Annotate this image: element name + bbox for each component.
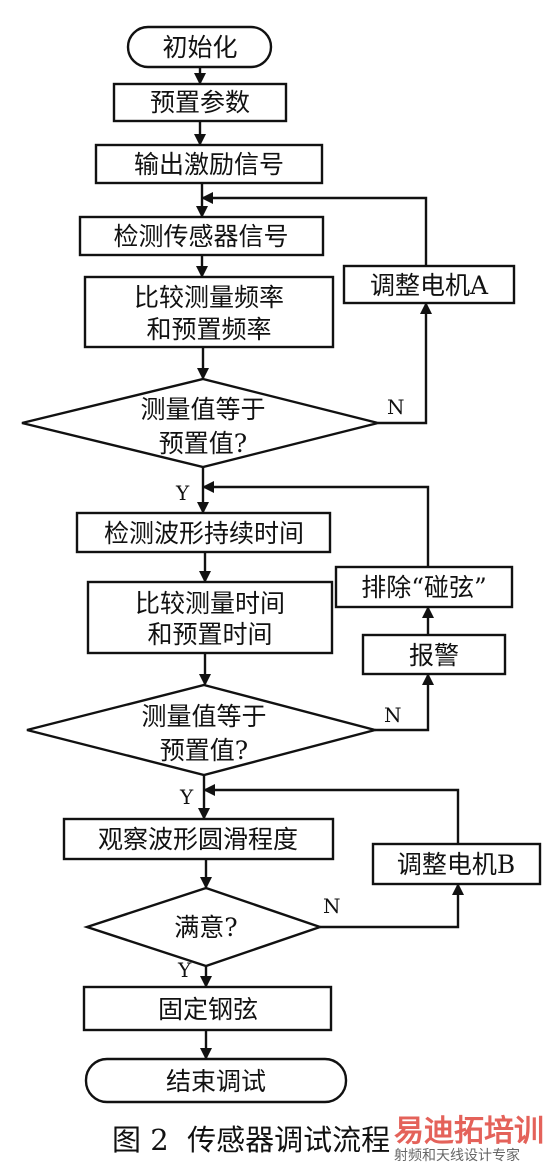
watermark-logo-text: 易迪拓培训	[394, 1114, 544, 1149]
fix-string-label: 固定钢弦	[158, 995, 258, 1024]
observe-smooth-label: 观察波形圆滑程度	[98, 825, 298, 854]
end-terminator	[84, 1057, 348, 1104]
preset-params-label: 预置参数	[150, 88, 250, 117]
no-label-freq: N	[387, 395, 405, 419]
watermark-subtitle: 射频和天线设计专家	[394, 1147, 520, 1164]
alarm-box	[361, 633, 507, 676]
yes-label-freq: Y	[175, 481, 190, 505]
compare-freq-label-line1: 比较测量频率	[134, 283, 284, 312]
decision-freq-label-line1: 测量值等于	[140, 395, 265, 424]
edge-freq-no-to-motor-a	[378, 302, 432, 425]
adjust-motor-a-label: 调整电机A	[370, 271, 489, 300]
end-label: 结束调试	[166, 1067, 266, 1096]
adjust-motor-b-box	[371, 842, 542, 886]
decision-satisfied-label: 满意?	[174, 913, 237, 942]
yes-label-time: Y	[179, 785, 194, 809]
detect-duration-label: 检测波形持续时间	[104, 519, 304, 548]
edge-motor-b-to-observe	[203, 784, 460, 844]
compare-time-label-line1: 比较测量时间	[135, 589, 285, 618]
compare-freq-label-line2: 和预置频率	[146, 315, 271, 344]
output-signal-label: 输出激励信号	[134, 150, 284, 179]
edge-satisfied-no-to-motor-b	[320, 883, 464, 929]
remove-chord-label: 排除“碰弦”	[361, 573, 487, 602]
decision-time-label-line1: 测量值等于	[141, 702, 266, 731]
compare-time-label-line2: 和预置时间	[147, 620, 272, 649]
fix-string-box	[82, 985, 333, 1032]
init-label: 初始化	[162, 33, 237, 62]
edge-time-no-to-alarm	[375, 673, 434, 732]
no-label-time: N	[384, 703, 402, 727]
detect-sensor-label: 检测传感器信号	[113, 222, 288, 251]
decision-freq-label-line2: 预置值?	[159, 429, 247, 458]
alarm-label: 报警	[409, 641, 459, 670]
edge-remove-to-duration	[202, 481, 430, 567]
output-signal-box	[94, 143, 324, 185]
detect-sensor-box	[78, 215, 325, 257]
compare-time-box	[86, 580, 334, 655]
compare-freq-box	[83, 275, 335, 349]
yes-label-satisfied: Y	[177, 958, 192, 982]
preset-params-box	[112, 82, 288, 123]
edge-motor-a-to-detect	[201, 192, 428, 266]
adjust-motor-a-box	[342, 264, 516, 305]
decision-time-label-line2: 预置值?	[160, 736, 248, 765]
remove-chord-box	[334, 565, 514, 609]
adjust-motor-b-label: 调整电机B	[397, 850, 515, 879]
figure-caption: 图 2 传感器调试流程	[112, 1123, 390, 1157]
no-label-satisfied: N	[323, 894, 341, 918]
observe-smooth-box	[62, 817, 335, 861]
